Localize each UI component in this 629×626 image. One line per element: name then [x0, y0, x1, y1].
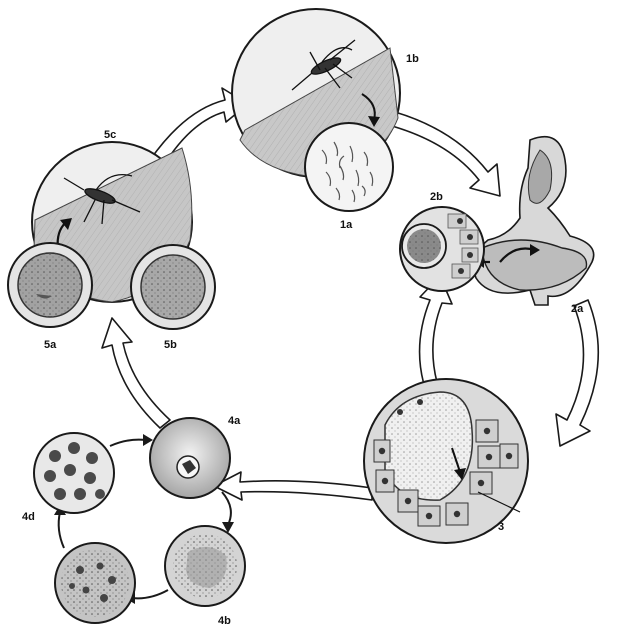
label-4a: 4a [228, 415, 241, 427]
label-5b: 5b [164, 339, 177, 351]
panel-1a [305, 123, 393, 211]
arrow-4d-to-4a [110, 440, 146, 446]
label-1b: 1b [406, 53, 419, 65]
label-2a: 2a [571, 303, 584, 315]
arrow-3-to-2b [420, 276, 452, 388]
arrow-4a-to-5 [102, 318, 170, 428]
panel-5a [8, 243, 92, 327]
label-2b: 2b [430, 191, 443, 203]
label-4b: 4b [218, 615, 231, 626]
arrow-3-to-4a [214, 472, 372, 500]
panel-3 [364, 379, 528, 543]
panel-4a [150, 418, 230, 498]
arrow-1b-to-2a [392, 112, 500, 196]
panel-2a-liver [474, 137, 594, 305]
label-5c: 5c [104, 129, 116, 141]
panel-2b [400, 207, 484, 291]
arrow-4a-to-4b [222, 492, 231, 525]
label-1a: 1a [340, 219, 353, 231]
panel-4d [34, 433, 114, 513]
arrow-2a-to-3 [556, 300, 598, 446]
label-3: 3 [498, 521, 504, 533]
arrow-4c-to-4d [59, 512, 64, 548]
panel-4c [55, 543, 135, 623]
label-5a: 5a [44, 339, 57, 351]
arrow-4b-to-4c [132, 590, 168, 598]
label-4d: 4d [22, 511, 35, 523]
panel-5b [131, 245, 215, 329]
panel-4b [165, 526, 245, 606]
